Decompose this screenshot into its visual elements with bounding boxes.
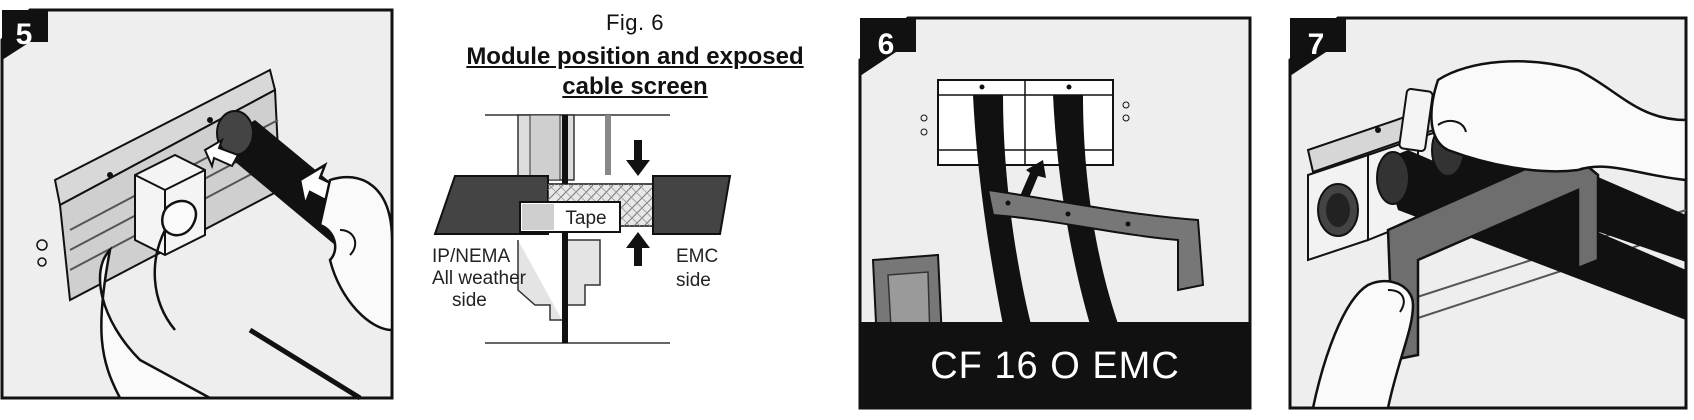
figure-title-line-1: Module position and exposed: [466, 43, 804, 70]
figure-title-line-2: cable screen: [562, 73, 708, 100]
ip-nema-label-3: side: [452, 290, 487, 311]
emc-label-1: EMC: [676, 246, 718, 267]
hand-top: [1430, 60, 1688, 182]
emc-frame: [920, 79, 1130, 166]
cable-jacket-right: [652, 175, 732, 235]
figure-6-header: Fig. 6 Module position and exposed cable…: [450, 10, 820, 102]
step-5-badge-text: 5: [16, 18, 33, 51]
hand-right: [318, 175, 394, 332]
tape-label: Tape: [565, 208, 606, 229]
lubricant-tube: [1398, 88, 1434, 152]
model-caption-text: CF 16 O EMC: [930, 345, 1180, 387]
step-7-badge: 7: [1290, 18, 1346, 76]
arrow-up-icon: [1020, 160, 1046, 200]
hand-bottom: [1311, 279, 1415, 410]
step-6-badge-text: 6: [878, 28, 895, 61]
figure-6-diagram: Tape IP/NEMA All weather side EMC side: [430, 110, 760, 355]
step-7-panel: 7: [1288, 0, 1690, 415]
step-6-panel: 6: [858, 0, 1258, 415]
hand-left: [98, 199, 211, 400]
emc-label-2: side: [676, 270, 711, 291]
step-5-panel: 5: [0, 0, 400, 405]
seal-frame-upper: [986, 188, 1205, 292]
ip-nema-label-2: All weather: [432, 268, 527, 289]
arrow-up-icon: [626, 232, 650, 266]
arrow-down-icon: [626, 140, 650, 176]
model-caption-bar: CF 16 O EMC: [860, 322, 1250, 408]
figure-number: Fig. 6: [605, 10, 665, 35]
frame-wall: [517, 114, 611, 343]
step-7-badge-text: 7: [1308, 28, 1325, 61]
step-6-badge: 6: [860, 18, 916, 76]
ip-nema-label-1: IP/NEMA: [432, 246, 510, 267]
tape-box: Tape: [519, 201, 621, 233]
step-5-badge: 5: [2, 10, 48, 60]
